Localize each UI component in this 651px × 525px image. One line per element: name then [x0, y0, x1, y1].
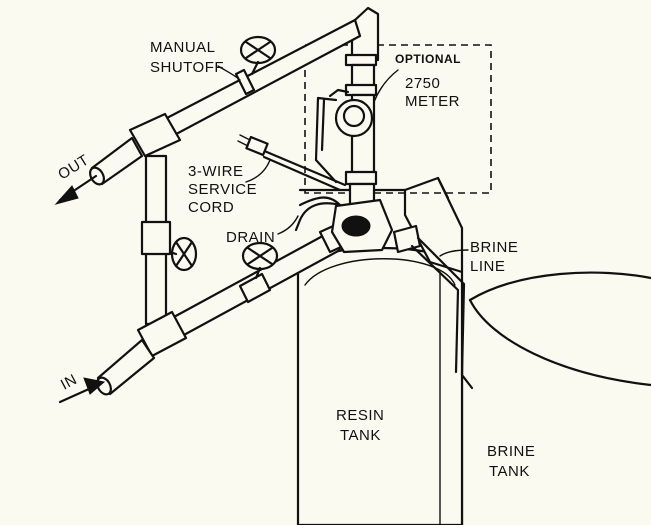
- label-optional: OPTIONAL: [395, 52, 461, 66]
- label-drain: DRAIN: [226, 229, 275, 246]
- label-out: OUT: [55, 151, 92, 183]
- manual-shutoff-handwheel-top: [239, 35, 277, 76]
- service-cord: [237, 134, 347, 192]
- brine-line-leader: [439, 249, 469, 257]
- label-resin-tank-2: TANK: [340, 427, 381, 444]
- label-brine-line-1: BRINE: [470, 239, 518, 256]
- label-service-cord-3: CORD: [188, 199, 234, 216]
- label-meter: METER: [405, 93, 460, 110]
- label-service-cord-1: 3-WIRE: [188, 163, 244, 180]
- out-flow-arrow: [54, 174, 98, 205]
- meter-assembly: [314, 88, 374, 184]
- drain-leader: [277, 215, 299, 235]
- label-brine-tank-1: BRINE: [487, 443, 535, 460]
- label-resin-tank-1: RESIN: [336, 407, 384, 424]
- label-brine-tank-2: TANK: [489, 463, 530, 480]
- label-manual-shutoff-1: MANUAL: [150, 39, 216, 56]
- manual-shutoff-handwheel-bottom: [241, 241, 279, 280]
- meter-leader: [373, 69, 399, 103]
- label-in: IN: [58, 371, 80, 394]
- cord-leader: [245, 159, 271, 183]
- upper-outlet-pipe: [89, 18, 362, 186]
- brine-tank: [460, 271, 651, 525]
- label-meter-number: 2750: [405, 75, 440, 92]
- control-valve-housing: [298, 176, 464, 274]
- label-manual-shutoff-2: SHUTOFF: [150, 59, 224, 76]
- brine-line: [416, 236, 474, 390]
- bypass-vertical-pipe: [140, 154, 172, 326]
- shutoff-leader: [217, 65, 241, 81]
- drain-line: [294, 202, 342, 232]
- label-brine-line-2: LINE: [470, 258, 505, 275]
- bypass-handwheel: [168, 236, 198, 272]
- resin-tank: [296, 247, 464, 525]
- optional-meter-box: [304, 44, 492, 194]
- lower-inlet-pipe: [96, 220, 354, 396]
- in-flow-arrow: [58, 377, 106, 404]
- control-valve-body: [298, 196, 422, 254]
- label-service-cord-2: SERVICE: [188, 181, 257, 198]
